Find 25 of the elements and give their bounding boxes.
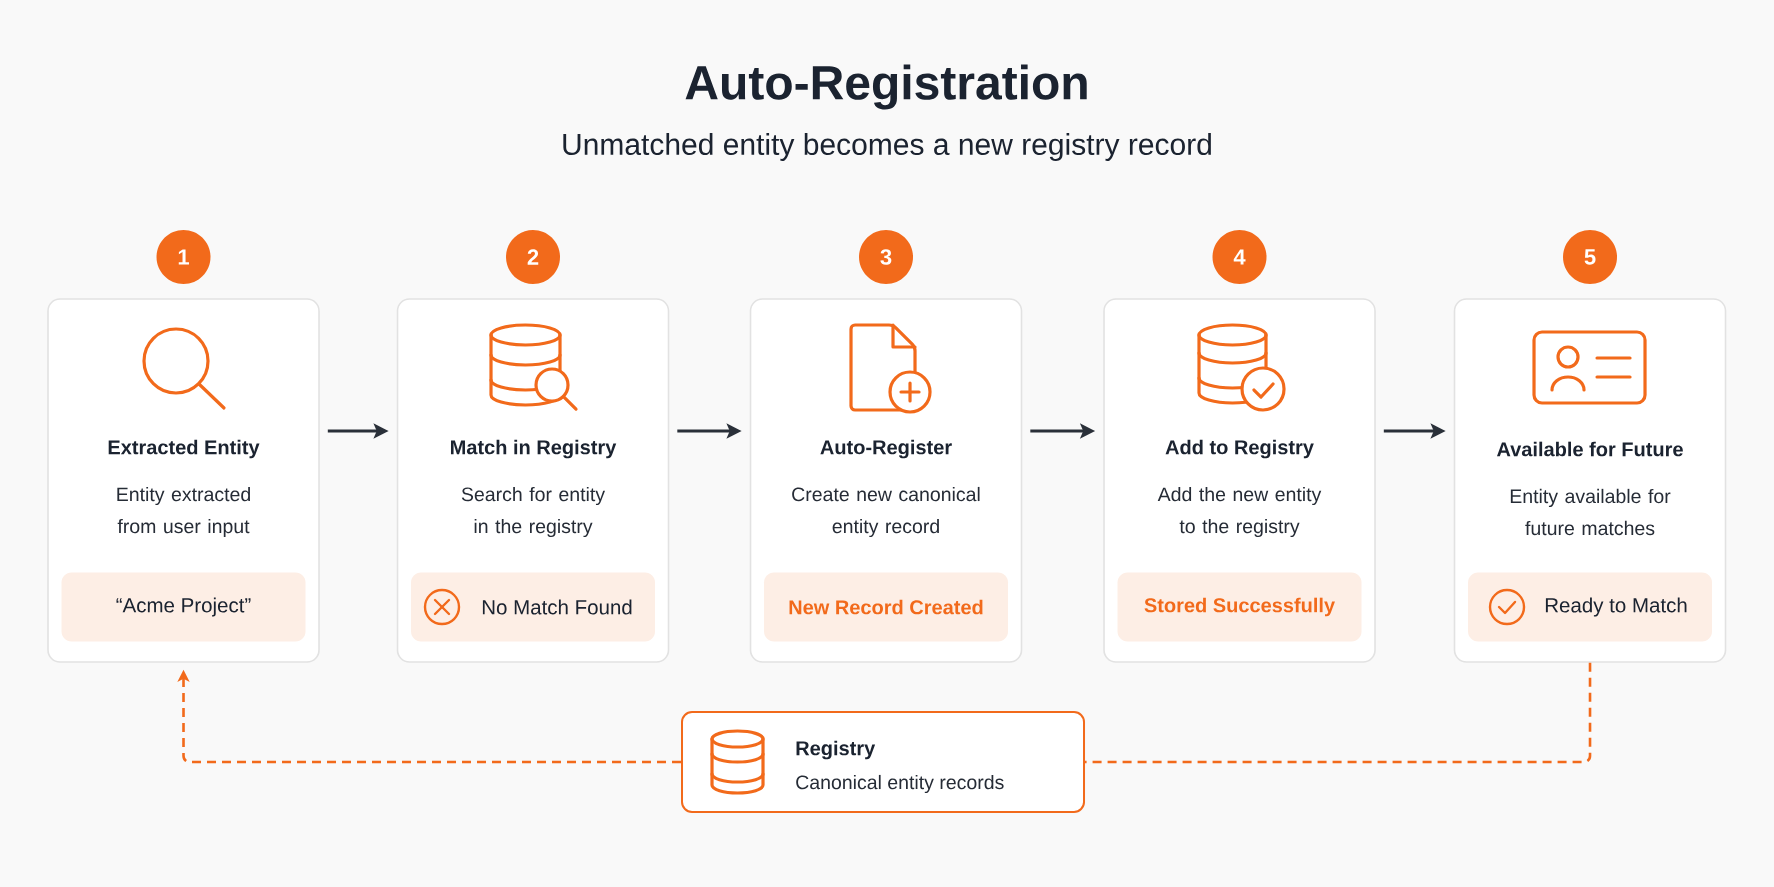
registry-heading: Registry — [796, 740, 876, 760]
step-number-badge: 5 — [1563, 230, 1617, 284]
status-pill: “Acme Project” — [61, 572, 306, 642]
card-heading: Add to Registry — [1165, 439, 1314, 459]
card-heading: Auto-Register — [820, 439, 952, 459]
card-description: Search for entity in the registry — [461, 486, 605, 538]
registry-description: Canonical entity records — [796, 774, 1004, 794]
card-description: Entity extracted from user input — [117, 486, 250, 538]
title: Auto-Registration — [685, 64, 1087, 110]
card-description: Create new canonical entity record — [792, 486, 980, 538]
card-heading: Available for Future — [1497, 441, 1683, 457]
card-heading: Match in Registry — [451, 439, 617, 459]
step-number-badge: 4 — [1212, 230, 1267, 284]
step-number-badge: 1 — [156, 230, 211, 284]
status-pill: No Match Found — [411, 572, 655, 642]
status-pill: Ready to Match — [1468, 572, 1712, 642]
subtitle: Unmatched entity becomes a new registry record — [563, 133, 1211, 161]
status-pill: Stored Successfully — [1117, 572, 1362, 642]
status-pill: New Record Created — [764, 572, 1008, 642]
step-number-badge: 3 — [859, 230, 913, 284]
dashed-connector — [1085, 662, 1592, 764]
card-description: Add the new entity to the registry — [1157, 486, 1322, 538]
card-description: Entity available for future matches — [1510, 488, 1671, 536]
card-heading: Extracted Entity — [108, 439, 260, 459]
step-number-badge: 2 — [506, 230, 560, 284]
